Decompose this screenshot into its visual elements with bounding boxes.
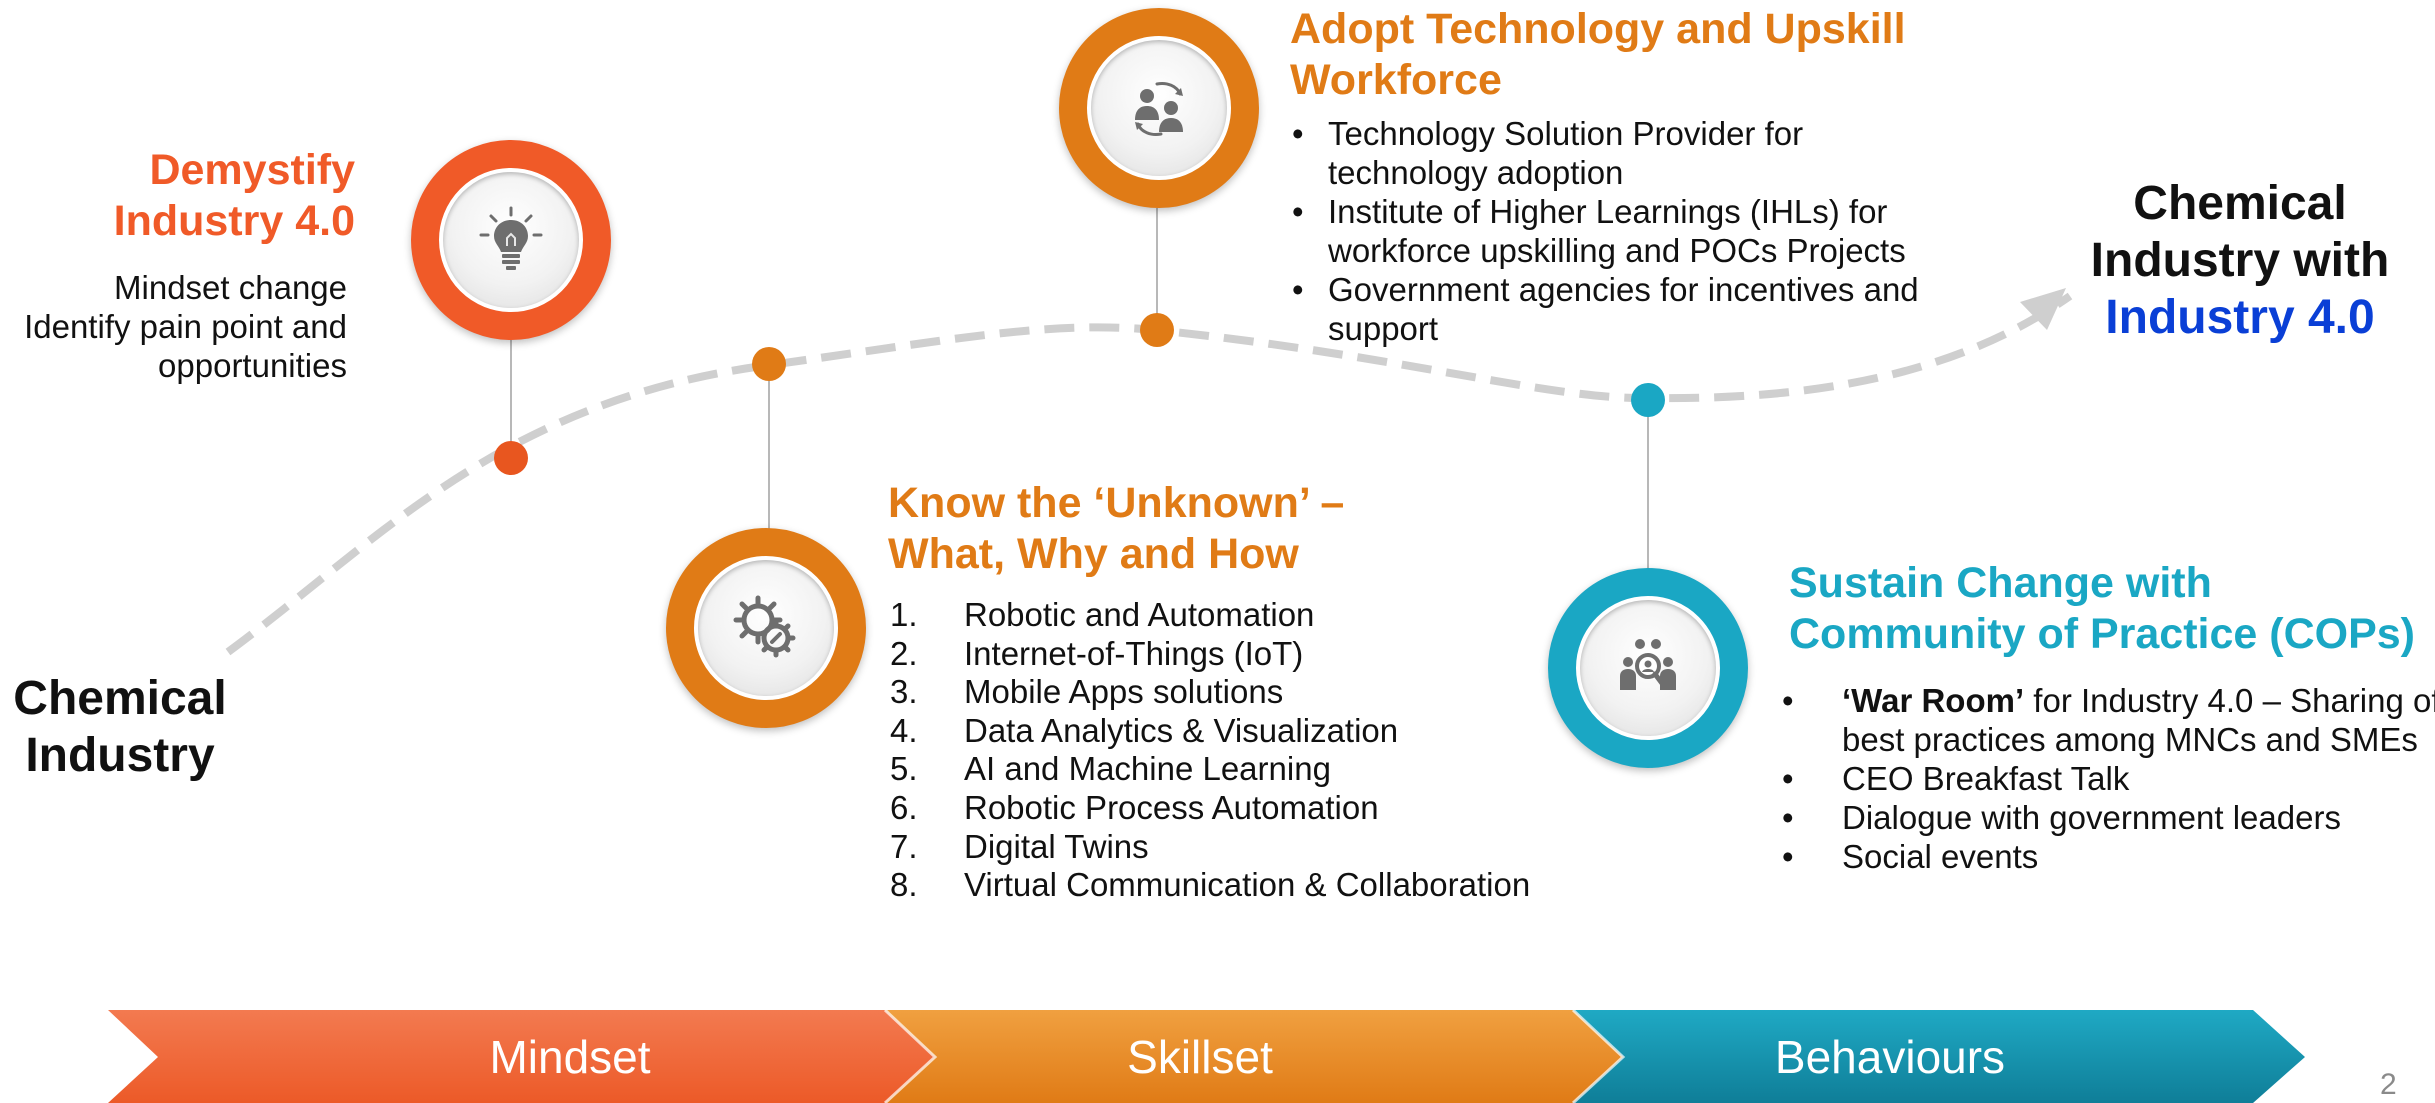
list-item: 3.Mobile Apps solutions (890, 673, 1284, 711)
start-label-line1: Chemical (13, 672, 227, 725)
know-title-line1: Know the ‘Unknown’ – (888, 479, 1345, 527)
list-item: 4.Data Analytics & Visualization (890, 711, 1399, 749)
adopt-list: Technology Solution Provider fortechnolo… (1292, 114, 1919, 348)
adopt-title-line2: Workforce (1290, 56, 1502, 104)
list-item: 5.AI and Machine Learning (890, 750, 1331, 788)
start-label: Chemical Industry (0, 670, 240, 784)
list-item: Social events (1782, 837, 2435, 876)
adopt-badge (1059, 8, 1259, 208)
journey-arrowhead (2020, 288, 2066, 330)
chevron-skillset (885, 1010, 1623, 1103)
list-item: 6.Robotic Process Automation (890, 788, 1379, 826)
demystify-badge (411, 140, 611, 340)
know-badge (666, 528, 866, 728)
chevron-divider-2 (1571, 1008, 1626, 1103)
sustain-badge (1548, 568, 1748, 768)
list-item: Technology Solution Provider fortechnolo… (1292, 114, 1919, 192)
list-item: 7.Digital Twins (890, 827, 1149, 865)
sustain-title-line2: Community of Practice (COPs) (1789, 610, 2415, 658)
know-list: 1.Robotic and Automation 2.Internet-of-T… (890, 596, 1530, 905)
demystify-line: Identify pain point and (24, 308, 347, 345)
chevron-behaviours (1573, 1010, 2305, 1103)
end-label: Chemical Industry with Industry 4.0 (2075, 175, 2405, 346)
milestone-dot-sustain (1631, 383, 1665, 417)
list-item: 8.Virtual Communication & Collaboration (890, 866, 1531, 904)
chevron-label-mindset: Mindset (489, 1031, 651, 1083)
page-number: 2 (2380, 1068, 2397, 1101)
demystify-description: Mindset change Identify pain point and o… (0, 268, 347, 385)
community-search-icon (1620, 639, 1676, 690)
chevron-divider-1 (883, 1008, 938, 1103)
know-title-line2: What, Why and How (888, 530, 1299, 578)
end-label-line1: Chemical (2133, 177, 2347, 230)
chevron-label-skillset: Skillset (1127, 1031, 1273, 1083)
milestone-dot-demystify (494, 441, 528, 475)
adopt-title: Adopt Technology and Upskill Workforce (1290, 4, 1906, 106)
gears-icon (733, 595, 796, 658)
know-title: Know the ‘Unknown’ – What, Why and How (888, 478, 1344, 580)
demystify-title: Demystify Industry 4.0 (60, 145, 355, 247)
demystify-line: Mindset change (114, 269, 347, 306)
list-item: 1.Robotic and Automation (890, 596, 1315, 633)
list-item: 2.Internet-of-Things (IoT) (890, 634, 1304, 672)
milestone-dot-adopt (1140, 313, 1174, 347)
end-label-line2: Industry with (2090, 234, 2390, 287)
list-item: Government agencies for incentives andsu… (1292, 270, 1919, 348)
demystify-title-line2: Industry 4.0 (113, 197, 355, 245)
sustain-title: Sustain Change with Community of Practic… (1789, 558, 2415, 660)
list-item: CEO Breakfast Talk (1782, 759, 2435, 798)
chevron-label-behaviours: Behaviours (1774, 1031, 2006, 1083)
demystify-line: opportunities (158, 347, 347, 384)
lightbulb-icon (479, 206, 543, 270)
sustain-list: ‘War Room’ for Industry 4.0 – Sharing of… (1782, 681, 2435, 876)
list-item: Dialogue with government leaders (1782, 798, 2435, 837)
demystify-title-line1: Demystify (149, 146, 355, 194)
adopt-title-line1: Adopt Technology and Upskill (1290, 5, 1906, 53)
list-item: ‘War Room’ for Industry 4.0 – Sharing of… (1782, 681, 2435, 759)
sustain-title-line1: Sustain Change with (1789, 559, 2212, 607)
people-exchange-icon (1135, 82, 1183, 136)
list-item: Institute of Higher Learnings (IHLs) for… (1292, 192, 1919, 270)
chevron-mindset (108, 1010, 935, 1103)
end-label-line3: Industry 4.0 (2105, 291, 2375, 344)
start-label-line2: Industry (25, 729, 215, 782)
milestone-dot-know (752, 347, 786, 381)
